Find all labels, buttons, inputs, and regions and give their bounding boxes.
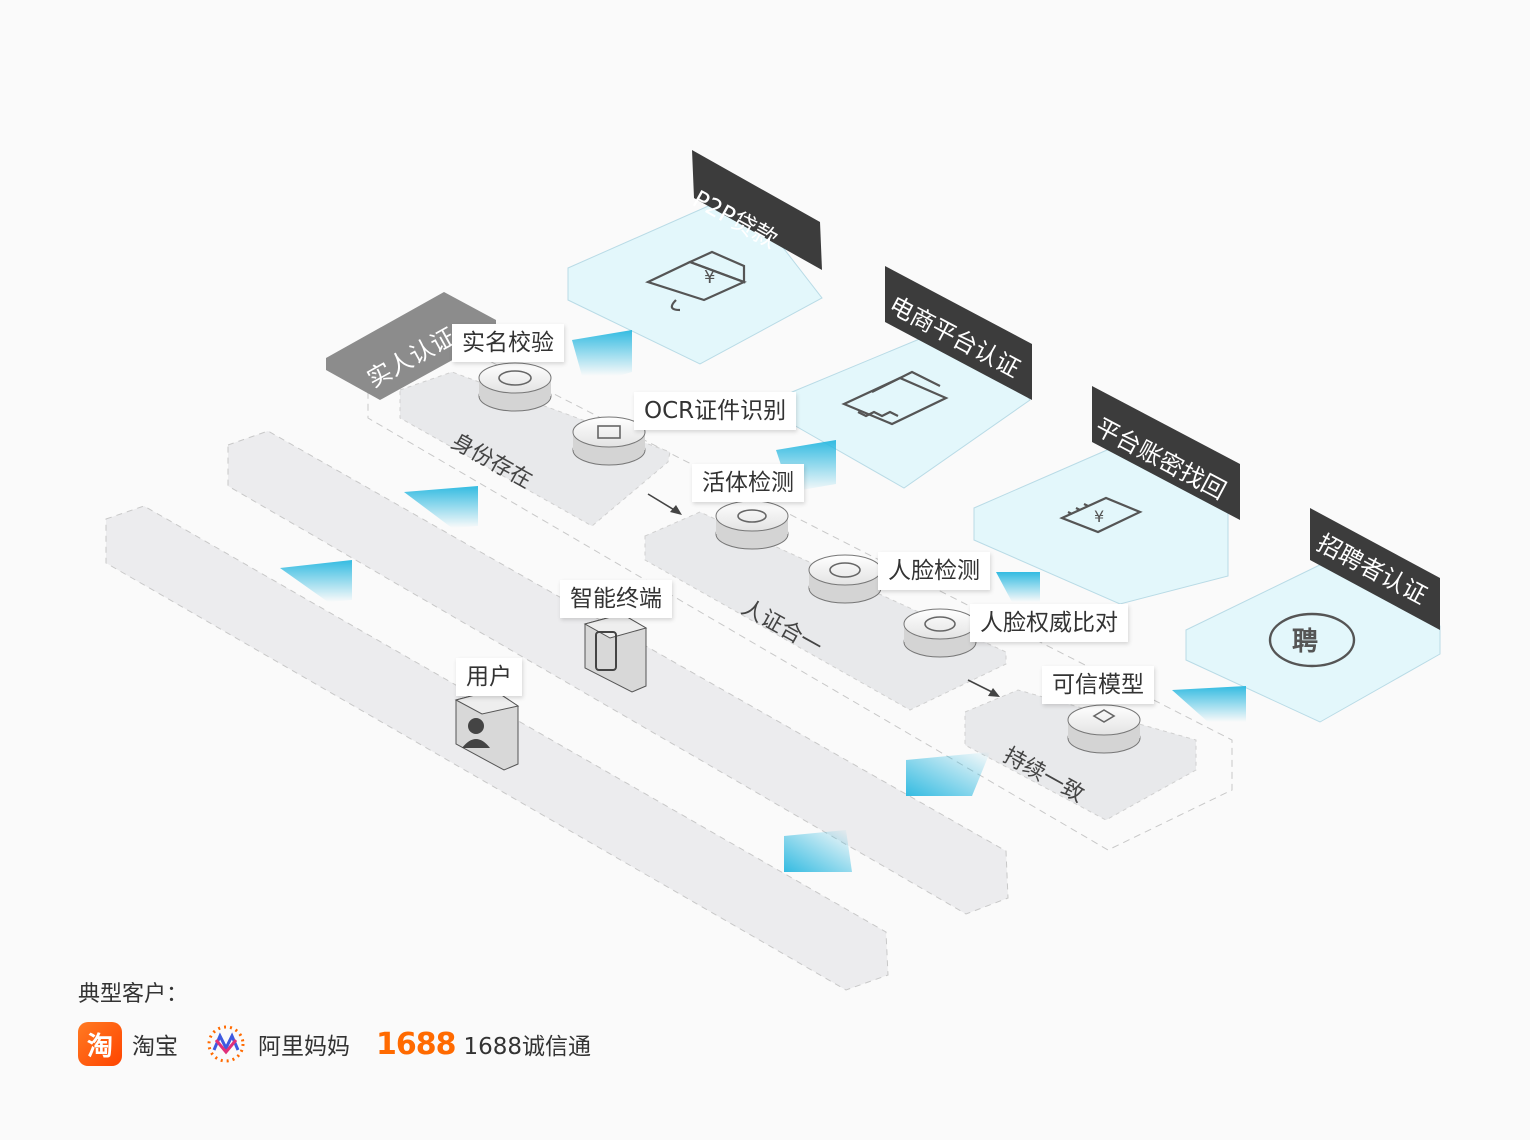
label-smart-terminal: 智能终端 [560,580,672,618]
arrow-down-2 [784,830,852,872]
customer-name-alimama: 阿里妈妈 [258,1034,350,1060]
label-liveness: 活体检测 [692,464,804,502]
disc-liveness [715,500,789,550]
label-realname-check: 实名校验 [452,324,564,362]
disc-trust-model [1067,704,1141,754]
customer-logos: 淘 淘宝 阿里妈妈 1688 1688诚信通 [78,1022,617,1066]
arrow-up-6 [996,572,1040,602]
real-person-auth-tag [326,292,496,400]
taobao-logo-icon: 淘 [78,1022,122,1066]
logo-1688-icon: 1688 [376,1026,456,1062]
label-face-compare: 人脸权威比对 [970,604,1128,642]
label-face-detect: 人脸检测 [878,552,990,590]
arrow-down-1 [906,752,990,796]
arrow-up-1 [572,330,632,376]
alimama-logo-icon [207,1025,245,1063]
disc-realname [478,362,552,412]
money-bag-icon: ¥ [645,250,747,312]
zone-identity-exists [399,371,671,527]
tile-p2p [567,150,823,365]
notebook-icon: ¥ [1059,496,1143,534]
tile-recruit [1185,508,1441,723]
customers-title: 典型客户： [78,982,189,1007]
label-ocr: OCR证件识别 [634,392,797,430]
recruit-seal-icon: 聘 [1268,612,1356,668]
customer-name-taobao: 淘宝 [132,1034,178,1060]
flow-arrow-1-head [670,505,682,515]
label-user: 用户 [456,658,522,696]
flow-arrow-2 [967,679,995,694]
svg-text:¥: ¥ [704,267,715,288]
zone-continuous-consistency [964,689,1197,821]
arrow-up-5 [1172,686,1246,722]
disc-ocr [572,416,646,466]
arrow-up-4 [280,560,352,602]
user-box [454,689,520,771]
zone-person-id-match [644,511,1007,711]
flow-arrow-2-head [988,688,1000,697]
smart-terminal-box [583,613,648,693]
tile-recovery [973,386,1240,605]
disc-face-detect [808,554,882,604]
label-trust-model: 可信模型 [1042,666,1154,704]
disc-face-compare [903,608,977,658]
flow-arrow-1 [647,493,677,512]
svg-text:聘: 聘 [1292,627,1318,657]
storefront-icon [841,370,949,426]
customer-name-1688: 1688诚信通 [463,1034,592,1060]
svg-text:¥: ¥ [1094,507,1104,526]
typical-customers: 典型客户： 淘 淘宝 阿里妈妈 1688 1688诚信通 [78,976,617,1066]
arrow-up-3 [404,486,478,528]
